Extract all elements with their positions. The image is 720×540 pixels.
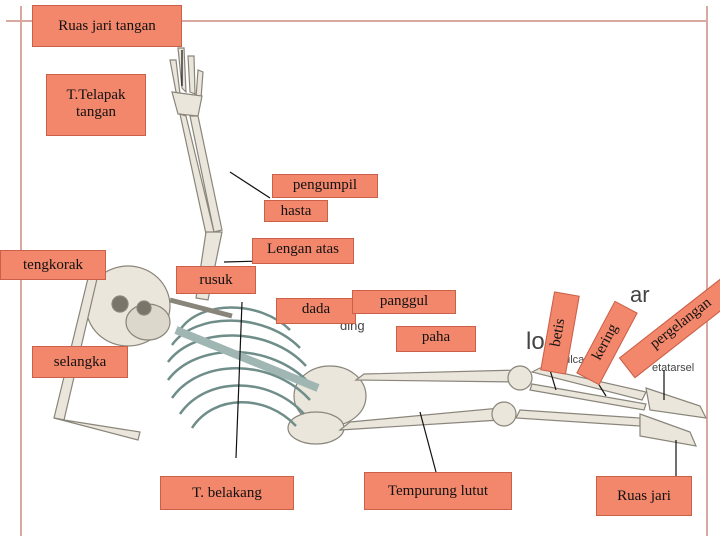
- label-tengkorak: tengkorak: [0, 250, 106, 280]
- label-pengumpil: pengumpil: [272, 174, 378, 198]
- frame-line-right: [706, 6, 708, 536]
- label-panggul: panggul: [352, 290, 456, 314]
- bg-text-metatarsal: etatarsel: [652, 362, 695, 374]
- label-ruas-jari-tangan: Ruas jari tangan: [32, 5, 182, 47]
- frame-line-top: [6, 20, 706, 22]
- bg-text-ar: ar: [630, 282, 650, 307]
- label-tempurung-lutut: Tempurung lutut: [364, 472, 512, 510]
- label-lengan-atas: Lengan atas: [252, 238, 354, 264]
- label-rusuk: rusuk: [176, 266, 256, 294]
- label-dada: dada: [276, 298, 356, 324]
- label-selangka: selangka: [32, 346, 128, 378]
- label-hasta: hasta: [264, 200, 328, 222]
- label-ruas-jari: Ruas jari: [596, 476, 692, 516]
- label-tulang-belakang: T. belakang: [160, 476, 294, 510]
- bg-text-lo: lo: [526, 328, 545, 355]
- label-paha: paha: [396, 326, 476, 352]
- label-telapak-tangan: T.Telapak tangan: [46, 74, 146, 136]
